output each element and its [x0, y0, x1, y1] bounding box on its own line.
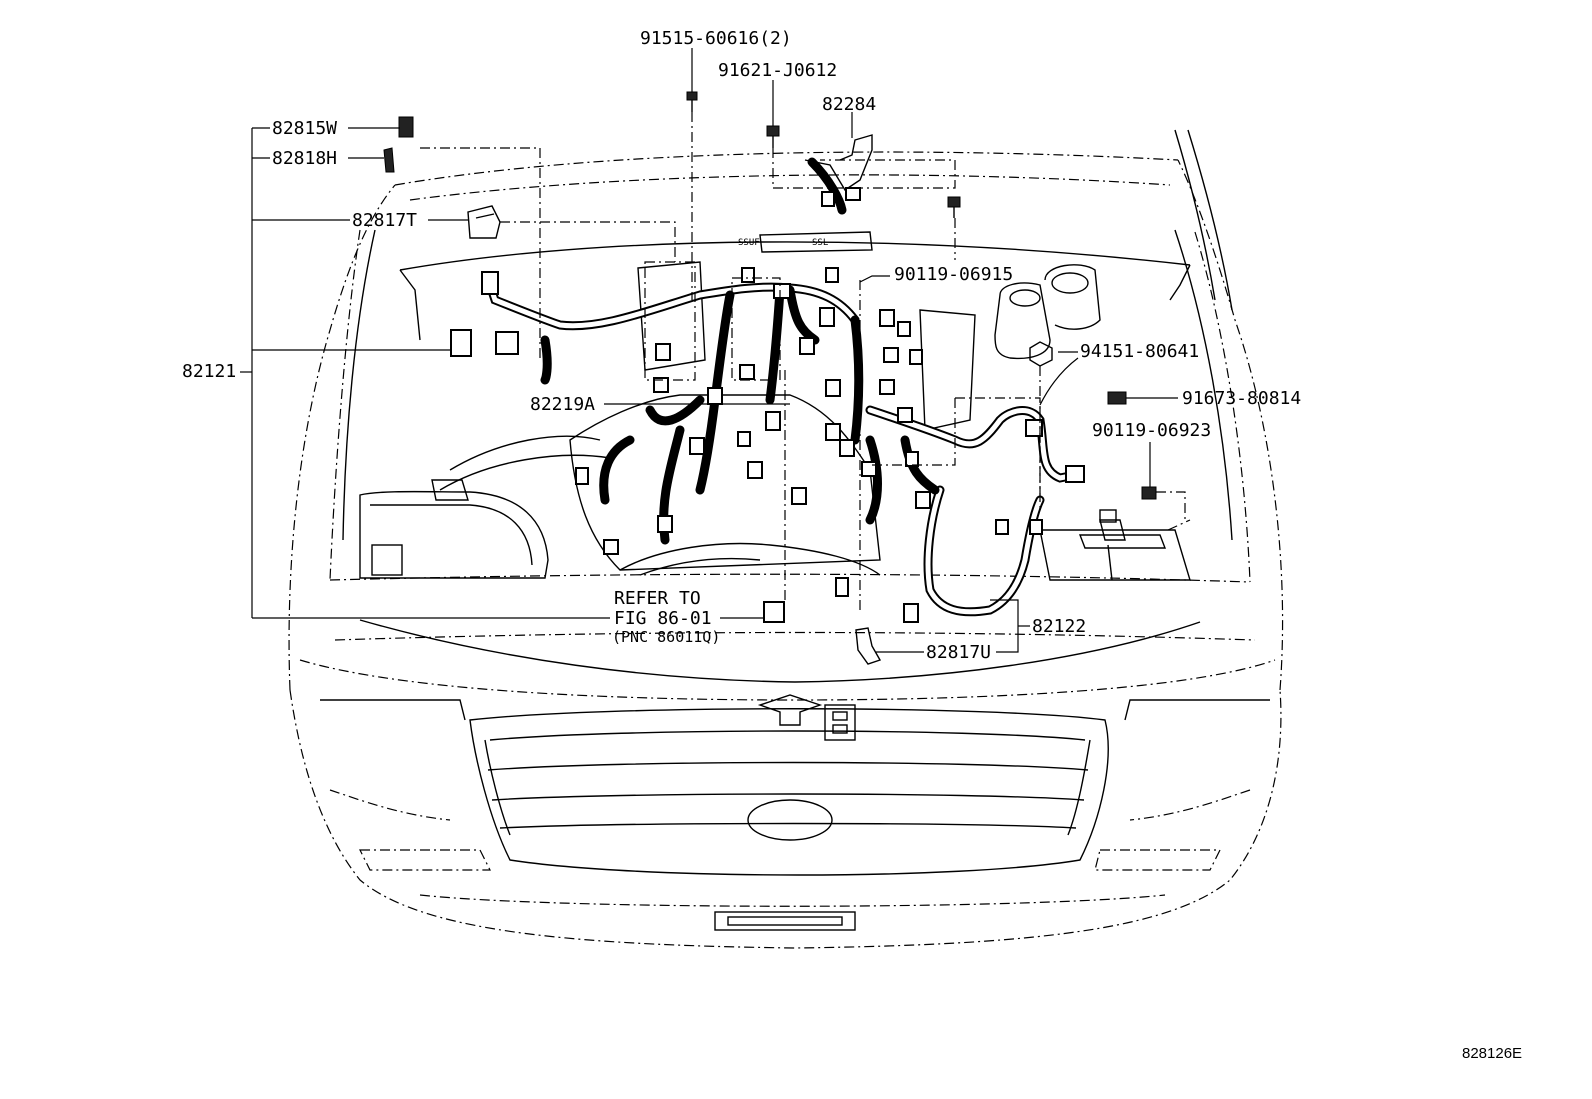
vehicle-body-outline: [288, 129, 1284, 949]
hardware-symbols: [383, 91, 1157, 665]
refer-note-line1: REFER TO: [614, 588, 701, 609]
engine-components: SSUF SSL: [359, 231, 1191, 581]
label-82818h: 82818H: [272, 148, 337, 169]
label-82122: 82122: [1032, 616, 1086, 637]
svg-text:SSUF: SSUF: [738, 238, 760, 248]
refer-note-line2: FIG 86-01: [614, 608, 712, 629]
part-number-labels: 91515-60616(2) 91621-J0612 82284 82815W …: [182, 28, 1522, 1062]
wiring-harness-82122: [865, 405, 1080, 617]
label-82817u: 82817U: [926, 642, 991, 663]
label-91621-j0612: 91621-J0612: [718, 60, 837, 81]
leader-lines: [240, 48, 1178, 653]
label-90119-06923: 90119-06923: [1092, 420, 1211, 441]
label-94151-80641: 94151-80641: [1080, 341, 1199, 362]
label-82817t: 82817T: [352, 210, 417, 231]
label-82815w: 82815W: [272, 118, 337, 139]
label-82121: 82121: [182, 361, 236, 382]
label-82219a: 82219A: [530, 394, 595, 415]
label-82284: 82284: [822, 94, 876, 115]
label-90119-06915: 90119-06915: [894, 264, 1013, 285]
refer-note-line3: (PNC 86011Q): [612, 628, 720, 646]
label-91515-60616: 91515-60616(2): [640, 28, 792, 49]
reference-dash-lines: [420, 112, 1191, 610]
svg-text:SSL: SSL: [812, 238, 828, 248]
diagram-id: 828126E: [1462, 1045, 1522, 1062]
label-91673-80814: 91673-80814: [1182, 388, 1301, 409]
